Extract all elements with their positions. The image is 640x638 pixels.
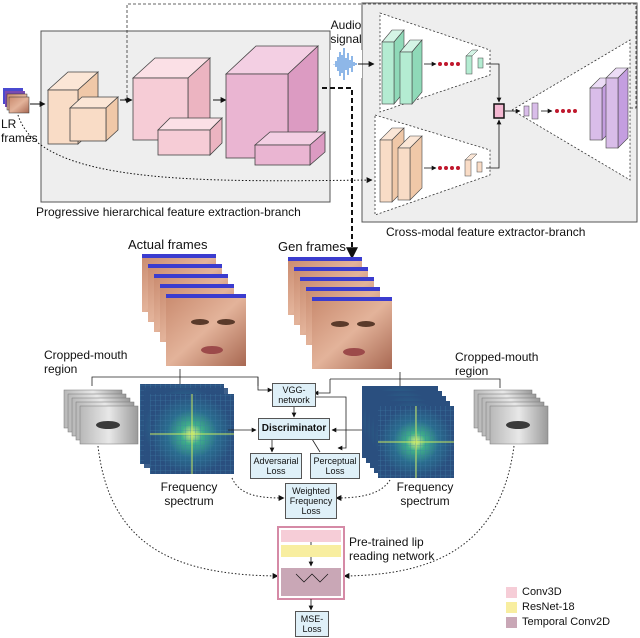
pretrained-lip-label: Pre-trained lip reading network: [349, 535, 435, 563]
upper-to-fusion: [486, 63, 502, 103]
gen-frames-bracket: [330, 378, 501, 388]
vgg-network-box: VGG- network: [272, 383, 316, 407]
gen-frames-stack: [288, 257, 392, 369]
frequency-spectrum-left: [140, 384, 234, 474]
cross-modal-decoder: [511, 39, 631, 181]
actual-frames-label: Actual frames: [128, 237, 208, 252]
gen-to-vgg: [313, 379, 331, 396]
lip-reading-network: [277, 526, 345, 600]
weighted-frequency-loss-box: Weighted Frequency Loss: [285, 483, 337, 519]
cropped-mouth-right-stack: [473, 389, 549, 445]
top-feedback-path: [124, 3, 637, 109]
actual-to-vgg: [257, 377, 273, 393]
gen-frames-label: Gen frames: [278, 239, 346, 254]
fusion-node: [493, 103, 505, 119]
cropped-mouth-left-label: Cropped-mouth region: [44, 348, 128, 376]
upper-dots: [438, 62, 460, 66]
progressive-block-1: [46, 71, 120, 145]
frequency-spectrum-right: [362, 386, 454, 478]
mse-loss-box: MSE- Loss: [295, 611, 329, 637]
lower-dots: [438, 166, 460, 170]
lr-frames-label: LR frames: [1, 117, 38, 145]
perceptual-loss-box: Perceptual Loss: [310, 453, 360, 479]
legend-temporal-swatch: [506, 617, 517, 628]
decoder-dots: [555, 109, 577, 113]
legend-conv3d-label: Conv3D: [522, 586, 562, 598]
output-to-gen-frames-path: [322, 87, 358, 260]
vgg-to-perceptual: [316, 396, 347, 451]
actual-frames-stack: [142, 254, 246, 366]
discriminator-box: Discriminator: [258, 418, 330, 440]
legend-conv3d-swatch: [506, 587, 517, 598]
discriminator-to-perceptual: [311, 438, 321, 453]
cropped-mouth-left-stack: [63, 389, 139, 445]
lower-to-fusion: [486, 119, 502, 169]
legend-resnet-label: ResNet-18: [522, 601, 575, 613]
cropped-mouth-right-label: Cropped-mouth region: [455, 350, 539, 378]
progressive-block-3: [224, 45, 327, 166]
audio-waveform: [333, 48, 357, 80]
mouth-right-to-lip: [343, 445, 515, 579]
cross-modal-branch-label: Cross-modal feature extractor-branch: [386, 225, 586, 239]
progressive-block-2: [131, 57, 223, 156]
progressive-branch-label: Progressive hierarchical feature extract…: [36, 205, 301, 219]
spec-right-to-weighted: [335, 479, 391, 501]
spec-left-to-weighted: [231, 477, 285, 501]
cross-modal-lower-encoder: [374, 114, 491, 216]
audio-signal-label: Audio signal: [330, 18, 362, 46]
frequency-spectrum-right-label: Frequency spectrum: [396, 480, 454, 508]
frequency-spectrum-left-label: Frequency spectrum: [160, 480, 218, 508]
adversarial-loss-box: Adversarial Loss: [250, 453, 302, 479]
legend-temporal-label: Temporal Conv2D: [522, 616, 611, 628]
lr-frames-stack: [3, 88, 30, 114]
mouth-left-to-lip: [97, 445, 279, 579]
legend-resnet-swatch: [506, 602, 517, 613]
